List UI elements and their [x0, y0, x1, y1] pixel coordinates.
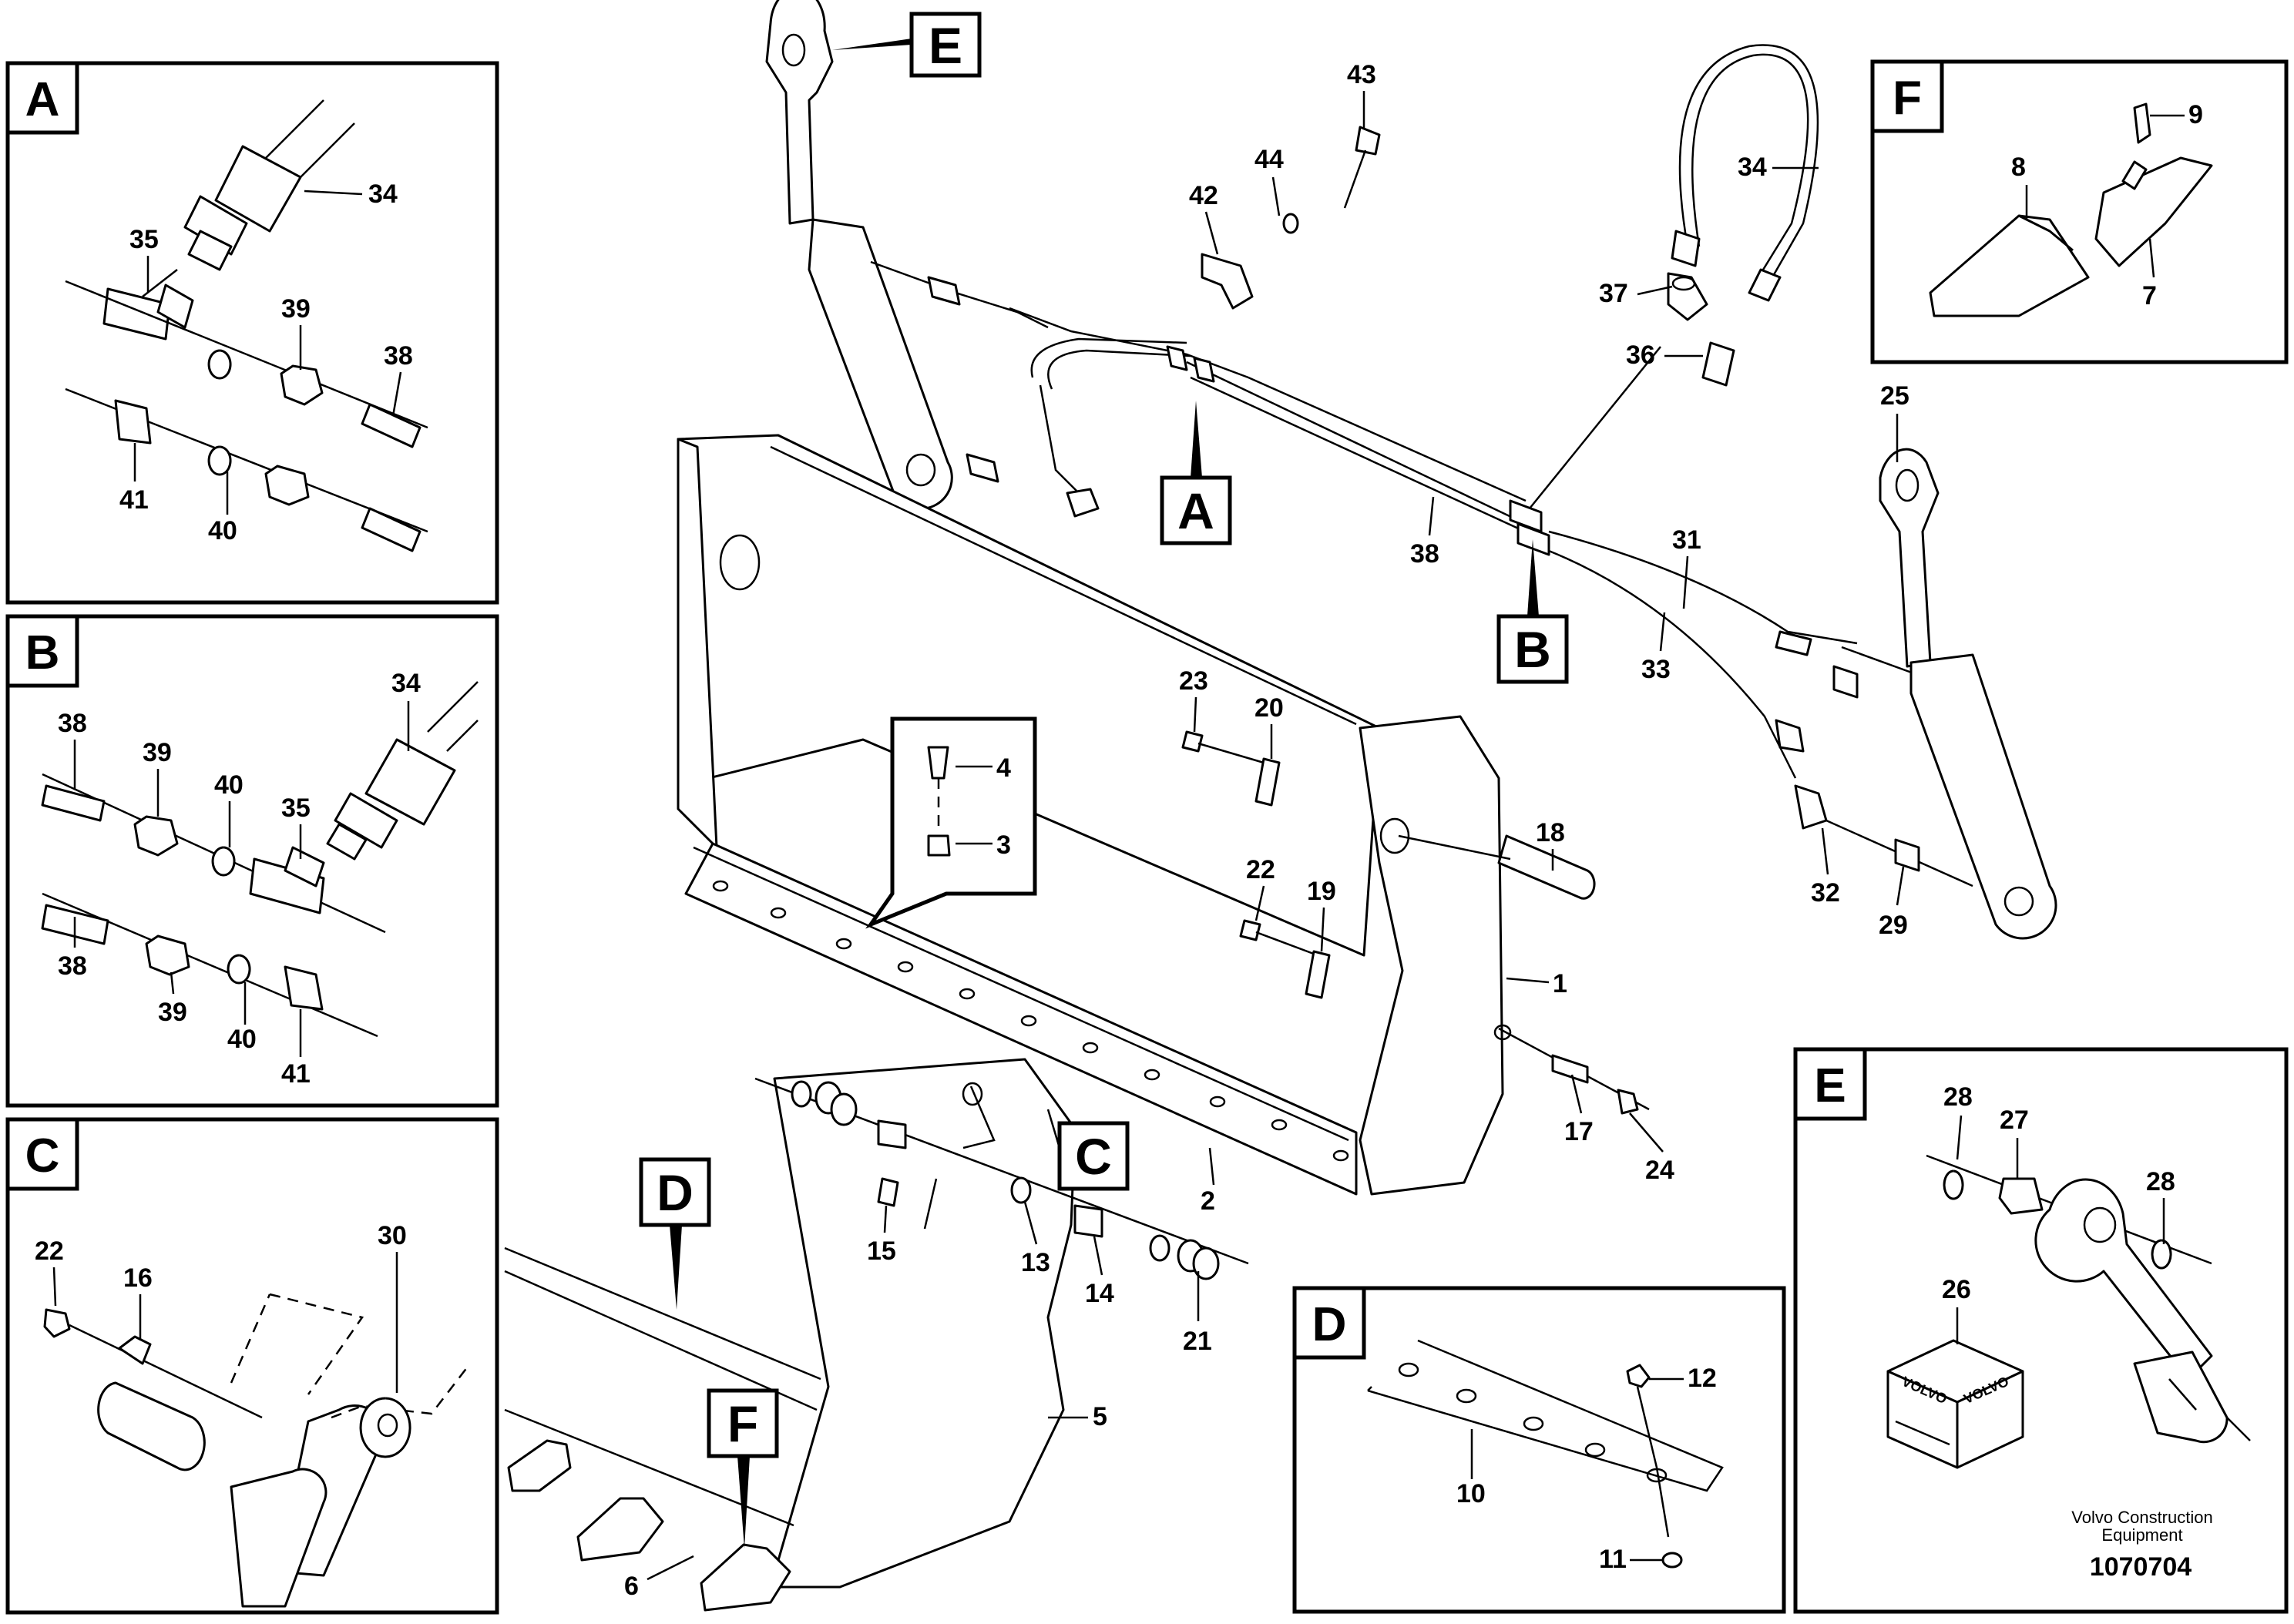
- detail-box-d: D 12 10 11: [1292, 1286, 1786, 1614]
- label-4: 4: [996, 753, 1011, 783]
- detail-box-a-letter: A: [25, 73, 60, 126]
- label-35: 35: [281, 794, 311, 823]
- label-8: 8: [2011, 153, 2026, 182]
- label-9: 9: [2188, 100, 2203, 129]
- label-39: 39: [158, 998, 187, 1027]
- label-38: 38: [58, 951, 87, 981]
- label-16: 16: [123, 1263, 153, 1293]
- callout-e-letter: E: [929, 17, 962, 74]
- label-22: 22: [35, 1236, 64, 1266]
- label-39: 39: [143, 738, 172, 767]
- side-bucket: [769, 1058, 1076, 1589]
- detail-box-b: B 34 38 39 40 35 38 39 40 41: [5, 614, 499, 1108]
- label-28: 28: [1943, 1082, 1973, 1112]
- callout-f-letter: F: [727, 1395, 758, 1452]
- callout-b: B: [1496, 539, 1569, 684]
- label-29: 29: [1879, 911, 1908, 940]
- label-38: 38: [58, 709, 87, 738]
- label-10: 10: [1456, 1479, 1486, 1508]
- label-22: 22: [1246, 855, 1275, 884]
- label-34: 34: [391, 669, 421, 698]
- label-23: 23: [1179, 666, 1208, 696]
- label-27: 27: [2000, 1106, 2029, 1135]
- label-31: 31: [1672, 525, 1701, 555]
- callout-d: D: [639, 1157, 711, 1310]
- volvo-box: VOLVO VOLVO: [1886, 1339, 2024, 1469]
- label-21: 21: [1183, 1327, 1212, 1356]
- label-40: 40: [227, 1025, 257, 1054]
- label-35: 35: [129, 225, 159, 254]
- document-number: 1070704: [2090, 1552, 2192, 1582]
- label-5: 5: [1093, 1402, 1107, 1431]
- bucket-cutting-edge: [684, 842, 1358, 1196]
- label-2: 2: [1201, 1186, 1215, 1216]
- detail-box-e: E VOLVO VOLVO 28 27 28 26 Volvo Construc…: [1793, 1047, 2289, 1614]
- main-assembly: [504, 0, 2057, 1612]
- label-34: 34: [1738, 153, 1767, 182]
- callout-c: C: [1046, 1109, 1130, 1191]
- label-14: 14: [1085, 1279, 1114, 1308]
- callout-c-letter: C: [1075, 1128, 1112, 1185]
- credit-line-1: Volvo Construction: [2071, 1508, 2212, 1527]
- label-38: 38: [384, 341, 413, 371]
- label-20: 20: [1254, 693, 1284, 723]
- label-39: 39: [281, 294, 311, 324]
- label-6: 6: [624, 1572, 639, 1601]
- callout-e: E: [832, 12, 982, 78]
- edge-holes: [712, 880, 1349, 1162]
- detail-box-d-letter: D: [1312, 1298, 1347, 1351]
- label-13: 13: [1021, 1248, 1050, 1277]
- label-44: 44: [1254, 145, 1284, 174]
- label-7: 7: [2142, 281, 2157, 310]
- callout-a: A: [1160, 401, 1232, 545]
- label-17: 17: [1564, 1117, 1594, 1146]
- label-18: 18: [1536, 818, 1565, 847]
- bucket-side-plate: [1359, 715, 1504, 1196]
- callout-d-letter: D: [657, 1164, 694, 1221]
- label-32: 32: [1811, 878, 1840, 908]
- detail-box-b-letter: B: [25, 626, 60, 679]
- label-15: 15: [867, 1236, 896, 1266]
- label-1: 1: [1553, 969, 1567, 998]
- callout-a-letter: A: [1177, 482, 1214, 539]
- label-43: 43: [1347, 60, 1376, 89]
- label-38: 38: [1410, 539, 1439, 569]
- label-26: 26: [1942, 1275, 1971, 1304]
- label-19: 19: [1307, 877, 1336, 906]
- label-28: 28: [2146, 1167, 2175, 1196]
- callout-b-letter: B: [1514, 621, 1551, 678]
- left-cylinder-rod: [765, 0, 834, 225]
- detail-box-f-letter: F: [1893, 72, 1922, 125]
- detail-box-a: A 34 35 39 38 41 40: [5, 61, 499, 605]
- label-41: 41: [119, 485, 149, 515]
- main-labels: 43 44 42 34 37 36 38 31 33 25 23 20 4 3 …: [624, 60, 1909, 1601]
- label-33: 33: [1641, 655, 1671, 684]
- label-24: 24: [1645, 1156, 1674, 1185]
- label-12: 12: [1688, 1364, 1717, 1393]
- label-36: 36: [1626, 341, 1655, 370]
- label-41: 41: [281, 1059, 311, 1089]
- label-30: 30: [378, 1221, 407, 1250]
- label-40: 40: [208, 516, 237, 545]
- label-42: 42: [1189, 181, 1218, 210]
- label-37: 37: [1599, 279, 1628, 308]
- label-40: 40: [214, 770, 244, 800]
- label-3: 3: [996, 830, 1011, 860]
- detail-box-c-letter: C: [25, 1129, 60, 1183]
- label-34: 34: [368, 180, 398, 209]
- callout-f: F: [707, 1388, 779, 1549]
- label-11: 11: [1599, 1545, 1627, 1574]
- label-25: 25: [1880, 381, 1909, 411]
- detail-box-f: F 9 8 7: [1870, 59, 2289, 364]
- credit-line-2: Equipment: [2101, 1525, 2182, 1545]
- detail-box-e-letter: E: [1814, 1059, 1846, 1112]
- detail-box-c: C 22 16 30: [5, 1117, 499, 1615]
